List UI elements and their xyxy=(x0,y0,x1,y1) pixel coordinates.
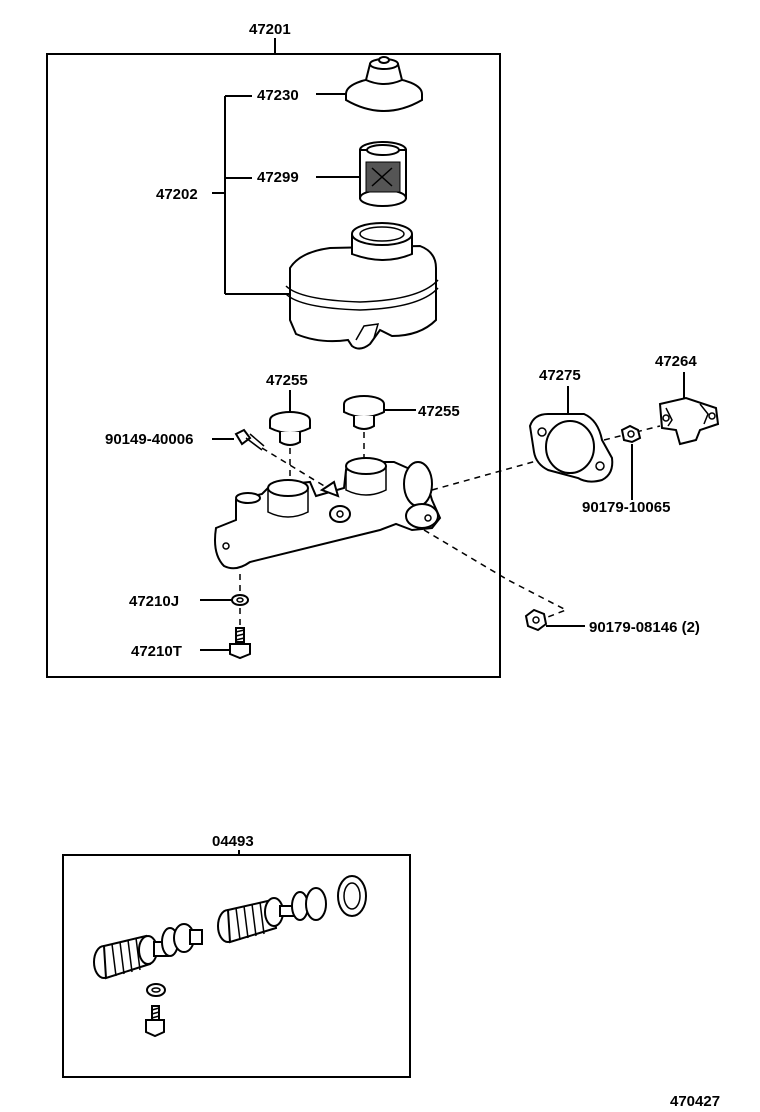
washer xyxy=(231,594,249,606)
label-gasket: 47275 xyxy=(539,367,581,384)
label-nut-mount: 90179-08146 (2) xyxy=(589,619,700,636)
brake-fluid-reservoir xyxy=(285,222,439,350)
gasket-bracket-dash xyxy=(603,425,661,441)
label-assembly: 47201 xyxy=(249,21,291,38)
reservoir-group-bracket xyxy=(212,95,290,295)
label-bracket: 47264 xyxy=(655,353,697,370)
snap-ring xyxy=(337,875,367,917)
mount-nut-dash xyxy=(423,529,568,621)
label-cap: 47230 xyxy=(257,87,299,104)
label-filter: 47299 xyxy=(257,169,299,186)
label-reservoir-group: 47202 xyxy=(156,186,198,203)
strainer-filter xyxy=(359,141,407,207)
mounting-bracket xyxy=(658,396,720,446)
gasket xyxy=(528,413,614,483)
kit-bolt xyxy=(145,1005,165,1038)
label-figure-code: 470427 xyxy=(670,1093,720,1110)
kit-washer xyxy=(146,983,166,997)
mounting-nut xyxy=(524,608,548,632)
primary-piston xyxy=(217,887,327,944)
label-screw: 90149-40006 xyxy=(105,431,193,448)
grommet-right xyxy=(343,395,385,430)
label-washer: 47210J xyxy=(129,593,179,610)
label-bolt: 47210T xyxy=(131,643,182,660)
gasket-dash xyxy=(431,459,541,491)
assembly-frame xyxy=(46,53,501,678)
bleeder-screw xyxy=(234,428,265,451)
bracket-nut xyxy=(620,424,642,444)
label-grommet-right: 47255 xyxy=(418,403,460,420)
reservoir-cap xyxy=(345,56,423,112)
screw-dash xyxy=(261,447,335,493)
label-nut-bracket: 90179-10065 xyxy=(582,499,670,516)
kit-frame xyxy=(62,854,411,1078)
grommet-left xyxy=(269,411,311,446)
label-grommet-top: 47255 xyxy=(266,372,308,389)
master-cylinder-body xyxy=(214,457,442,570)
bolt xyxy=(229,627,251,660)
label-kit: 04493 xyxy=(212,833,254,850)
secondary-piston xyxy=(93,923,203,980)
